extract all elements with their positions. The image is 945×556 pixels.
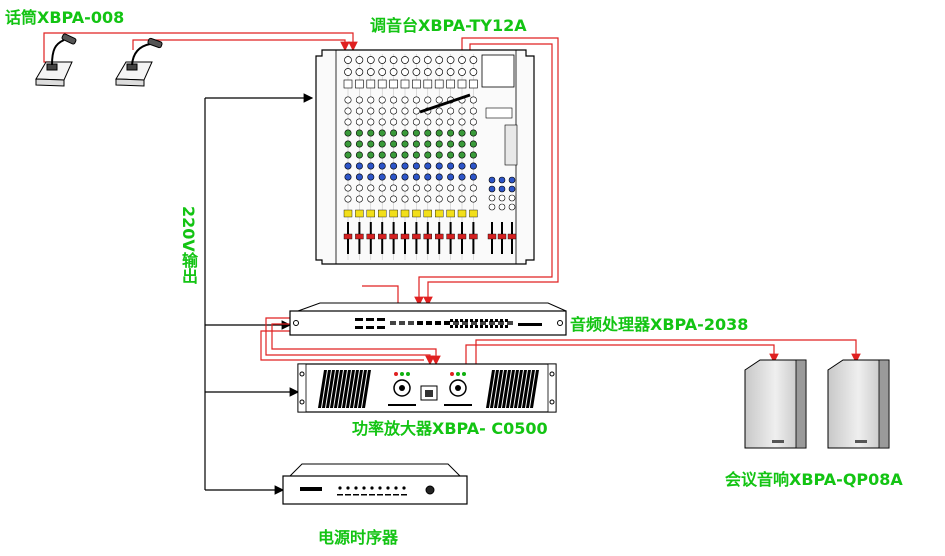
mixer-label: 调音台XBPA-TY12A (370, 16, 527, 35)
speakers-label: 会议音响XBPA-QP08A (725, 470, 903, 489)
microphone-2 (115, 37, 163, 87)
speaker-left (744, 359, 807, 449)
power-output-label: 220V输出 (179, 206, 198, 284)
power-lines (204, 93, 314, 495)
power-amplifier (297, 363, 557, 413)
power-sequencer (282, 463, 468, 505)
sequencer-label: 电源时序器 (318, 528, 399, 547)
microphone-1 (35, 33, 77, 87)
audio-processor (289, 302, 567, 336)
speaker-right (827, 359, 890, 449)
mixer-console (315, 49, 535, 265)
microphone-label: 话筒XBPA-008 (5, 8, 125, 27)
amplifier-label: 功率放大器XBPA- C0500 (352, 419, 548, 438)
processor-label: 音频处理器XBPA-2038 (570, 315, 749, 334)
